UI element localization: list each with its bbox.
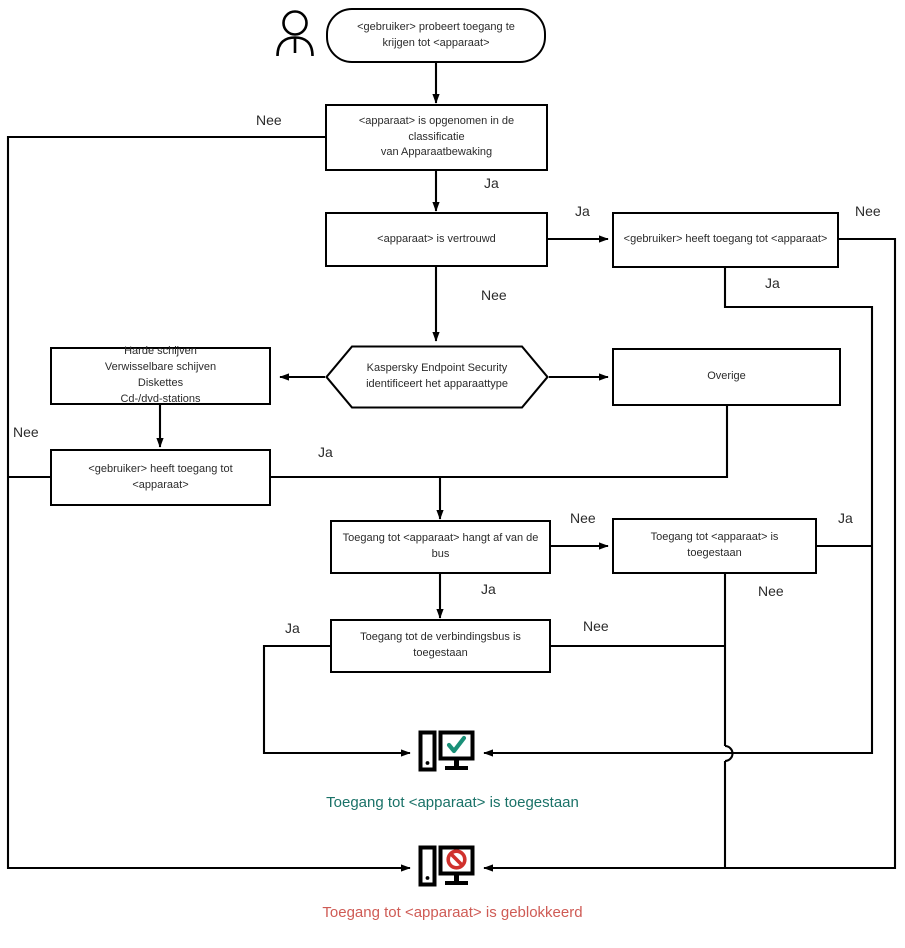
- edge-label-bus-allowed-no: Nee: [583, 618, 609, 634]
- edge-label-classification-no: Nee: [256, 112, 282, 128]
- node-user-has-access-to-device-trusted[interactable]: <gebruiker> heeft toegang tot <apparaat>: [612, 212, 839, 268]
- node-bus-allowed-label: Toegang tot de verbindingsbus is toegest…: [360, 631, 521, 659]
- node-device-access-allowed[interactable]: Toegang tot <apparaat> is toegestaan: [612, 518, 817, 574]
- node-access-allowed-label: Toegang tot <apparaat> is toegestaan: [650, 531, 779, 559]
- node-user-access-drives-label: <gebruiker> heeft toegang tot <apparaat>: [88, 462, 233, 491]
- edge-label-user-access-drives-no: Nee: [13, 424, 39, 440]
- edge-label-user-access-trusted-yes: Ja: [765, 275, 780, 291]
- node-kes-identifies-device-type[interactable]: Kaspersky Endpoint Security identificeer…: [325, 345, 549, 409]
- node-device-in-classification[interactable]: <apparaat> is opgenomen in de classifica…: [325, 104, 548, 171]
- edge-label-access-allowed-no: Nee: [758, 583, 784, 599]
- node-trusted-label: <apparaat> is vertrouwd: [377, 232, 496, 245]
- hexagon-shape: [325, 345, 549, 409]
- node-classification-label: <apparaat> is opgenomen in de classifica…: [358, 114, 515, 159]
- node-identify-type-label: Kaspersky Endpoint Security identificeer…: [366, 362, 508, 390]
- monitor-blocked-icon: [418, 843, 476, 895]
- node-start-label: <gebruiker> probeert toegang te krijgen …: [357, 20, 515, 49]
- edge-label-depends-on-bus-yes: Ja: [481, 581, 496, 597]
- edge-label-depends-on-bus-no: Nee: [570, 510, 596, 526]
- edge-label-bus-allowed-yes: Ja: [285, 620, 300, 636]
- edge-classification-no-to-blocked: [6, 135, 411, 872]
- edge-label-trusted-no: Nee: [481, 287, 507, 303]
- edge-other-down-to-rail: [271, 405, 729, 479]
- outcome-access-allowed-caption: Toegang tot <apparaat> is toegestaan: [326, 794, 579, 811]
- edge-label-classification-yes: Ja: [484, 175, 499, 191]
- node-start-user-attempts-access[interactable]: <gebruiker> probeert toegang te krijgen …: [326, 8, 546, 63]
- person-icon: [272, 8, 318, 58]
- edge-label-trusted-yes: Ja: [575, 203, 590, 219]
- node-other-device-types[interactable]: Overige: [612, 348, 841, 406]
- edge-bus-allowed-yes-to-allowed: [262, 644, 411, 757]
- node-connection-bus-access-allowed[interactable]: Toegang tot de verbindingsbus is toegest…: [330, 619, 551, 673]
- edge-line-jump-hop: [724, 744, 734, 763]
- edge-label-access-allowed-yes: Ja: [838, 510, 853, 526]
- node-access-depends-on-bus[interactable]: Toegang tot <apparaat> hangt af van de b…: [330, 520, 551, 574]
- edge-label-user-access-trusted-no: Nee: [855, 203, 881, 219]
- edge-label-user-access-drives-yes: Ja: [318, 444, 333, 460]
- edge-user-access-trusted-yes-to-allowed: [483, 268, 874, 757]
- node-device-is-trusted[interactable]: <apparaat> is vertrouwd: [325, 212, 548, 267]
- node-user-access-trusted-label: <gebruiker> heeft toegang tot <apparaat>: [623, 233, 828, 246]
- node-user-has-access-to-device-drives[interactable]: <gebruiker> heeft toegang tot <apparaat>: [50, 449, 271, 506]
- edge-user-access-trusted-no-to-blocked: [483, 237, 897, 872]
- node-other-label: Overige: [707, 370, 746, 383]
- node-drive-types-label: Harde schijven Verwisselbare schijven Di…: [104, 345, 217, 405]
- node-drive-types-list[interactable]: Harde schijven Verwisselbare schijven Di…: [50, 345, 271, 405]
- node-depends-on-bus-label: Toegang tot <apparaat> hangt af van de b…: [342, 532, 539, 560]
- outcome-access-blocked-caption: Toegang tot <apparaat> is geblokkeerd: [322, 904, 583, 921]
- monitor-check-icon: [418, 728, 476, 780]
